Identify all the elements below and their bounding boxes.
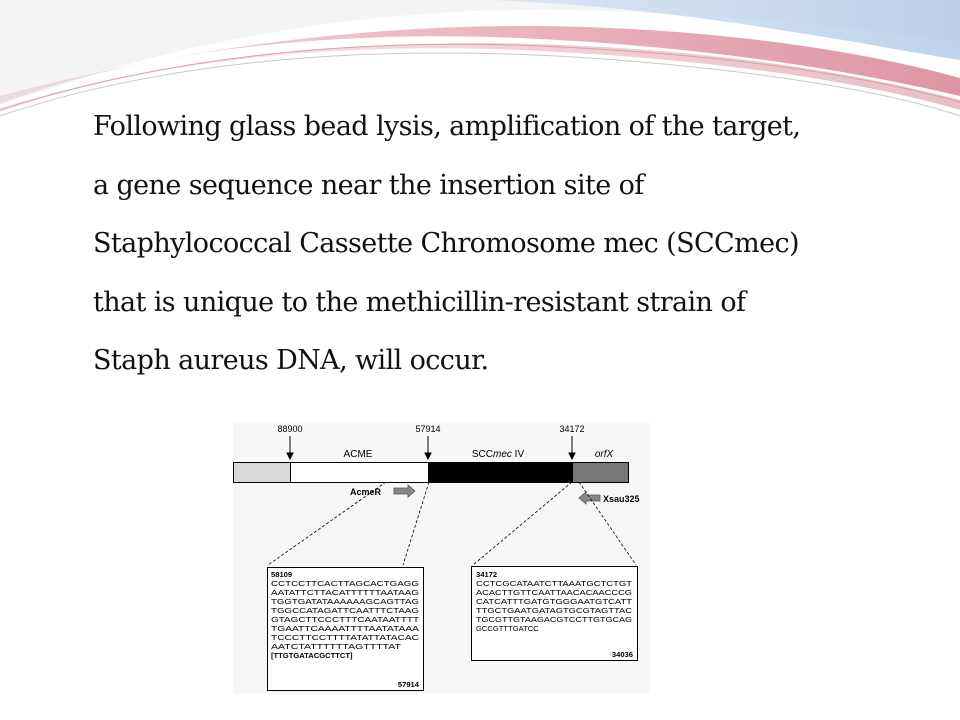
primer-label-acmer: AcmeR xyxy=(350,487,382,497)
position-label-88900: 88900 xyxy=(277,424,302,434)
body-line: that is unique to the methicillin-resist… xyxy=(93,286,746,318)
segment-sccmec-iv xyxy=(428,462,573,483)
left-sequence-line: TGAATTCAAAATTTTAATATAAA xyxy=(271,624,420,633)
body-line: Staph aureus DNA, will occur. xyxy=(93,345,489,376)
left-sequence-line: CCTCCTTCACTTAGCACTGAGG xyxy=(271,579,419,588)
left-sequence-line: AATATTCTTACATTTTTTAATAAG xyxy=(271,588,419,597)
right-sequence-line: TGCGTTGTAAGACGTCCTTGTGCAG xyxy=(476,615,632,624)
primer-arrow-xsau325 xyxy=(578,491,601,505)
position-arrowhead-57914 xyxy=(424,452,432,461)
primer-arrow-acmer xyxy=(393,484,416,498)
segment-upstream xyxy=(233,462,291,483)
body-paragraph: Following glass bead lysis, amplificatio… xyxy=(93,98,933,391)
right-sequence-line: TTGCTGAATGATAGTGCGTAGTTAC xyxy=(476,606,633,615)
left-sequence-line: TGGTGATATAAAAAAGCAGTTAG xyxy=(271,597,419,606)
left-sequence-line: TGGCCATAGATTCAATTTCTAAG xyxy=(271,606,419,615)
sequence-box-right xyxy=(471,566,638,661)
zoom-line-right-b xyxy=(578,481,637,566)
left-box-start-number: 58109 xyxy=(271,570,292,579)
body-line: Following glass bead lysis, amplificatio… xyxy=(93,111,801,142)
position-arrowhead-88900 xyxy=(286,452,294,461)
zoom-line-right-a xyxy=(472,481,573,566)
left-sequence-line: AATCTATTTTTTAGTTTTAT xyxy=(271,642,401,651)
right-sequence-line: CCTCGCATAATCTTAAATGCTCTGT xyxy=(476,579,632,588)
segment-orfx xyxy=(572,462,629,483)
zoom-line-left-b xyxy=(402,481,430,566)
segment-label-acme: ACME xyxy=(344,449,373,460)
segment-label-sccmec: SCCmec IV xyxy=(472,449,525,460)
right-sequence-line: CATCATTTGATGTGGGAATGTCATT xyxy=(476,597,632,606)
position-label-57914: 57914 xyxy=(415,424,440,434)
left-sequence-line: TCCCTTCCTTTTATATTATACAC xyxy=(271,633,420,642)
body-line: a gene sequence near the insertion site … xyxy=(93,169,644,201)
right-sequence-line: ACACTTGTTCAATTAACACAACCCG xyxy=(476,588,632,597)
left-box-end-number: 57914 xyxy=(398,680,420,689)
sequence-box-left xyxy=(267,567,424,691)
right-box-end-number: 34036 xyxy=(612,650,633,659)
body-line: Staphylococcal Cassette Chromosome mec (… xyxy=(93,228,800,259)
sccmec-insertion-figure: 88900 57914 34172 ACME SCCmec IV orfX Ac… xyxy=(233,422,650,694)
left-sequence-line: GTAGCTTCCCTTTCAATAATTTT xyxy=(271,615,419,624)
left-sequence-target: [TTGTGATACGCTTCT] xyxy=(271,651,353,660)
primer-label-xsau325: Xsau325 xyxy=(603,494,640,504)
segment-label-orfx: orfX xyxy=(595,449,614,460)
position-label-34172: 34172 xyxy=(559,424,584,434)
segment-acme xyxy=(290,462,429,483)
right-box-start-number: 34172 xyxy=(476,570,497,579)
position-arrowhead-34172 xyxy=(568,452,576,461)
zoom-line-left-a xyxy=(267,481,387,566)
right-sequence-line: GCCGTTTGATCC xyxy=(476,624,539,633)
